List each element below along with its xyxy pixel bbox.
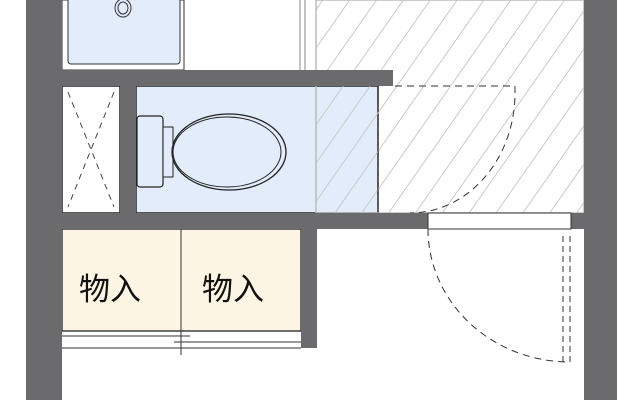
door-swing-top <box>395 85 516 214</box>
toilet-tank <box>136 115 164 188</box>
hatched-area <box>315 0 585 214</box>
drain-icon <box>114 0 132 18</box>
walls <box>26 0 617 400</box>
storage-label-right: 物入 <box>202 272 264 308</box>
entrance-opening <box>427 212 572 230</box>
door-swing-entrance <box>427 228 571 363</box>
toilet-bowl <box>171 113 287 191</box>
sink-basin <box>67 0 181 65</box>
closet <box>61 85 121 214</box>
storage-label-left: 物入 <box>79 272 141 308</box>
